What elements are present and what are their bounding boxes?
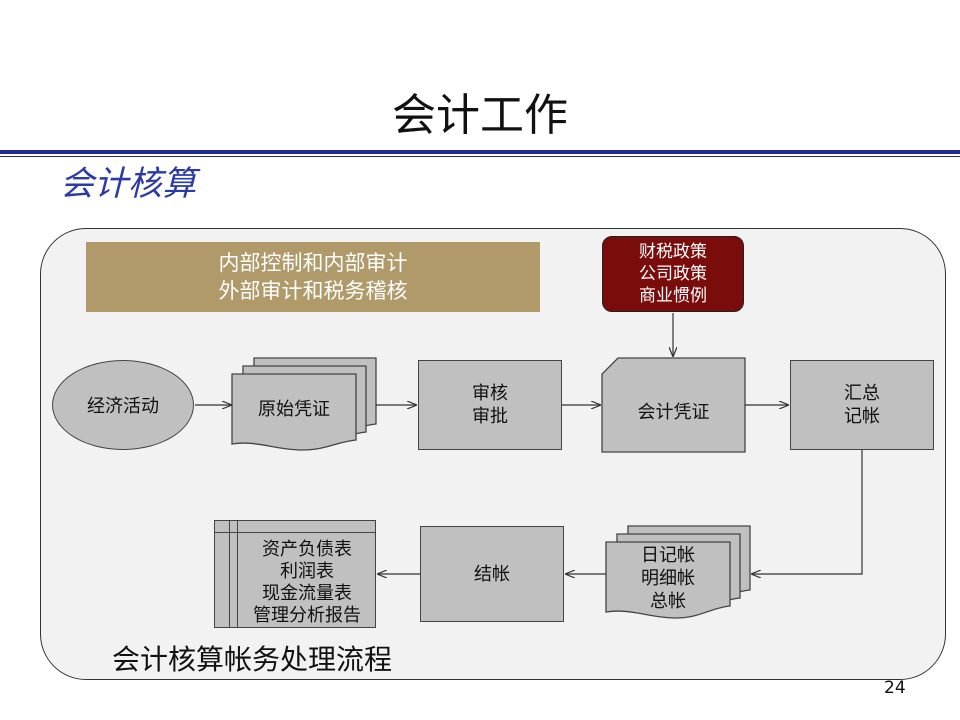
review-node: 审核 审批: [418, 360, 562, 450]
economic-activity-node: 经济活动: [52, 360, 194, 450]
reports-margin-rule-1: [229, 521, 230, 627]
policy-box-line2: 公司政策: [639, 264, 707, 284]
review-line2: 审批: [472, 406, 508, 427]
arrow-posting-to-ledgers: [752, 449, 863, 574]
title-rule-thin: [0, 156, 960, 157]
accounting-voucher-card: [601, 357, 746, 453]
original-voucher-label: 原始凭证: [258, 398, 330, 420]
reports-header-rule: [215, 532, 375, 533]
original-voucher-stack: [231, 357, 377, 451]
summary-posting-node: 汇总 记帐: [790, 360, 934, 450]
reports-node: 资产负债表 利润表 现金流量表 管理分析报告: [214, 520, 376, 628]
reports-margin-rule-2: [237, 521, 238, 627]
policy-box: 财税政策 公司政策 商业惯例: [602, 236, 744, 312]
audit-banner-line2: 外部审计和税务稽核: [218, 279, 408, 303]
summary-posting-line1: 汇总: [844, 383, 880, 404]
page-number: 24: [884, 678, 906, 698]
section-title: 会计核算: [60, 164, 196, 204]
reports-line1: 资产负债表: [262, 539, 352, 560]
flowchart-caption: 会计核算帐务处理流程: [112, 643, 393, 676]
slide-title: 会计工作: [392, 90, 568, 141]
reports-line4: 管理分析报告: [253, 605, 361, 626]
summary-posting-line2: 记帐: [844, 406, 880, 427]
audit-banner-line1: 内部控制和内部审计: [218, 251, 408, 275]
reports-text: 资产负债表 利润表 现金流量表 管理分析报告: [237, 539, 377, 627]
review-line1: 审核: [472, 383, 508, 404]
closing-node: 结帐: [420, 526, 564, 622]
accounting-voucher-label: 会计凭证: [637, 401, 710, 423]
reports-line2: 利润表: [280, 561, 334, 582]
reports-line3: 现金流量表: [262, 583, 352, 604]
audit-banner: 内部控制和内部审计 外部审计和税务稽核: [86, 242, 540, 312]
title-rule: [0, 150, 960, 154]
ledgers-line1: 日记帐: [641, 544, 695, 566]
ledgers-line2: 明细帐: [641, 567, 695, 589]
policy-box-line1: 财税政策: [639, 242, 707, 262]
ledgers-label: 日记帐 明细帐 总帐: [606, 544, 730, 612]
ledgers-line3: 总帐: [650, 590, 686, 612]
policy-box-line3: 商业惯例: [639, 286, 707, 306]
ledgers-stack: [605, 525, 751, 619]
